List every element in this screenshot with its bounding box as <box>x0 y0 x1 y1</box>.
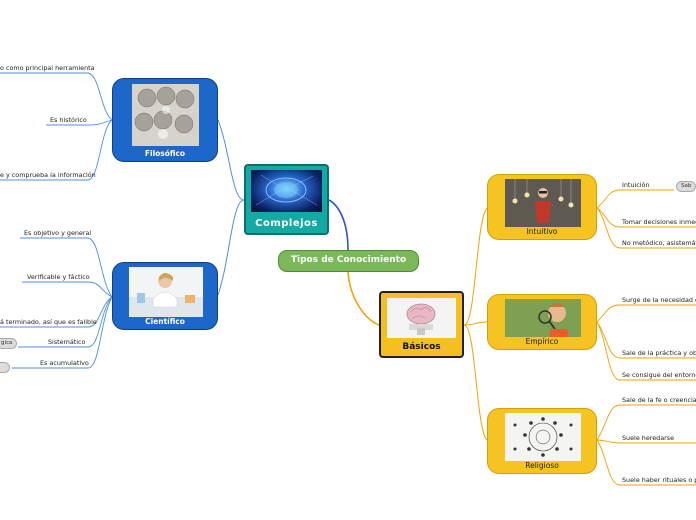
topic-basicos-label: Básicos <box>402 342 441 352</box>
leaf-cientifico-1[interactable]: Es objetivo y general <box>24 229 92 237</box>
topic-cientifico[interactable]: Científico <box>112 262 218 330</box>
brain-image <box>387 298 456 338</box>
leaf-empirico-1[interactable]: Surge de la necesidad diar <box>622 296 696 304</box>
chip-intuitivo-sabiduria[interactable]: Sab <box>676 181 696 192</box>
leaf-religioso-2[interactable]: Suele heredarse <box>622 434 675 442</box>
leaf-empirico-2[interactable]: Sale de la práctica y obser <box>622 349 696 357</box>
leaf-cientifico-2[interactable]: Verificable y fáctico <box>27 273 90 281</box>
leaf-religioso-1[interactable]: Sale de la fe o creencias d <box>622 396 696 404</box>
topic-empirico-label: Empírico <box>525 337 559 346</box>
brain-network-image <box>251 170 322 212</box>
leaf-filosofico-3[interactable]: e y comprueba la información <box>0 171 96 179</box>
leaf-religioso-3[interactable]: Suele haber rituales o proc <box>622 476 696 484</box>
religious-symbols-image <box>505 413 581 461</box>
philosophers-image <box>132 84 199 146</box>
topic-intuitivo[interactable]: Intuitivo <box>487 174 597 240</box>
topic-complejos[interactable]: Complejos <box>244 164 329 235</box>
topic-basicos[interactable]: Básicos <box>379 291 464 358</box>
topic-intuitivo-label: Intuitivo <box>526 227 558 236</box>
leaf-intuitivo-2[interactable]: Tomar decisiones inmedia <box>622 218 696 226</box>
topic-filosofico[interactable]: Filosófico <box>112 78 218 162</box>
leaf-empirico-3[interactable]: Se consigue del entorno <box>622 371 696 379</box>
topic-religioso-label: Religioso <box>525 461 559 470</box>
topic-religioso[interactable]: Religioso <box>487 408 597 474</box>
leaf-intuitivo-3[interactable]: No metódico, asistemátic <box>622 239 696 247</box>
topic-filosofico-label: Filosófico <box>144 149 186 158</box>
leaf-filosofico-1[interactable]: o como principal herramienta <box>0 64 95 72</box>
central-topic[interactable]: Tipos de Conocimiento <box>278 250 419 272</box>
leaf-intuitivo-1[interactable]: Intuición <box>622 181 650 189</box>
topic-complejos-label: Complejos <box>255 218 318 229</box>
leaf-filosofico-2[interactable]: Es histórico <box>50 116 87 124</box>
intuition-image <box>505 179 581 227</box>
leaf-cientifico-3[interactable]: á terminado, así que es falible <box>0 318 97 326</box>
chip-cientifico-acumulativo[interactable] <box>0 362 10 373</box>
topic-empirico[interactable]: Empírico <box>487 294 597 350</box>
chip-cientifico-logica[interactable]: gica <box>0 338 18 349</box>
empirical-image <box>505 299 581 337</box>
topic-cientifico-label: Científico <box>145 317 185 326</box>
scientist-image <box>129 267 203 317</box>
leaf-cientifico-4[interactable]: Sistemático <box>48 338 86 346</box>
leaf-cientifico-5[interactable]: Es acumulativo <box>40 359 89 367</box>
